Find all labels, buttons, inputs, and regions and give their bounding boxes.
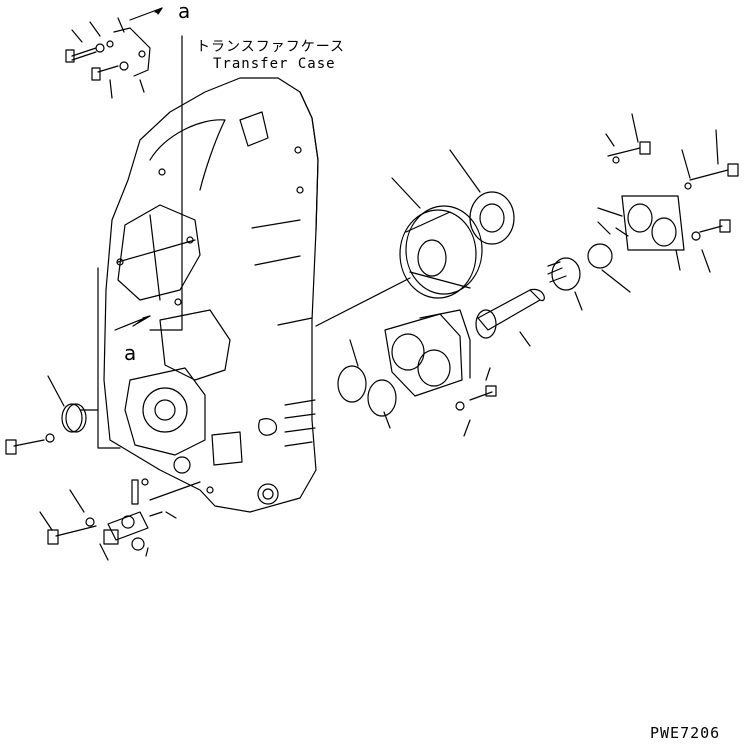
title-japanese: トランスファフケース [196, 39, 346, 55]
drawing-code: PWE7206 [650, 724, 721, 742]
title-english: Transfer Case [213, 56, 336, 72]
cover-assembly [337, 309, 497, 437]
top-left-bolt-set [65, 17, 151, 99]
transfer-case-housing [103, 77, 319, 513]
right-flange-assembly [597, 113, 739, 273]
left-plug-assembly [5, 375, 87, 455]
ref-label-a-left: a [124, 341, 136, 365]
strainer-assembly [475, 243, 631, 347]
gear-assembly [315, 149, 515, 327]
ref-label-a-top: a [178, 0, 190, 23]
bottom-left-fittings [39, 479, 201, 561]
reference-frame-lines [79, 7, 183, 449]
